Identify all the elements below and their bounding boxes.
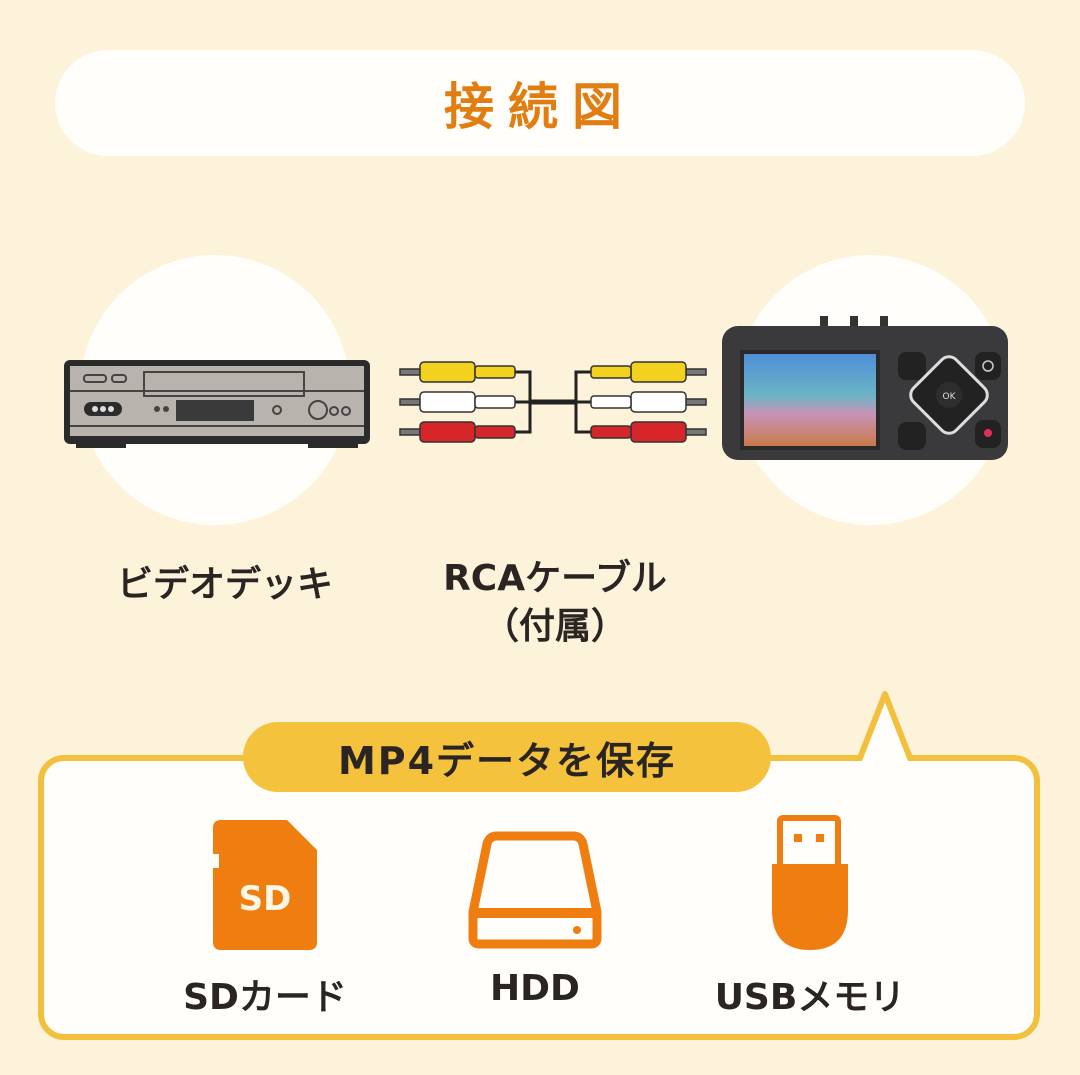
hdd-icon <box>468 831 602 949</box>
media-hdd: HDD <box>440 815 630 1009</box>
media-usb-memory: USBメモリ <box>700 815 920 1020</box>
sd-card-label: SDカード <box>183 977 347 1018</box>
svg-text:SD: SD <box>239 879 292 919</box>
speech-tail <box>857 691 913 761</box>
usb-memory-icon <box>772 815 848 950</box>
save-title: MP4データを保存 <box>337 738 677 783</box>
video-capture-device-icon: OK <box>722 316 1008 460</box>
rca-cable-icon <box>399 361 707 443</box>
media-sd-card: SD SDカード <box>170 815 360 1020</box>
title-banner: 接続図 <box>55 50 1025 156</box>
vcr-label: ビデオデッキ <box>116 564 333 605</box>
svg-text:OK: OK <box>943 392 957 402</box>
vcr-icon <box>64 360 370 448</box>
save-title-pill: MP4データを保存 <box>243 722 771 792</box>
rca-cable-label-line2: （付属） <box>482 606 627 647</box>
hdd-label: HDD <box>490 968 580 1009</box>
rca-cable-label: RCAケーブル （付属） <box>405 555 705 651</box>
sd-card-icon: SD <box>213 820 317 950</box>
rca-cable-label-line1: RCAケーブル <box>443 558 667 599</box>
usb-memory-label: USBメモリ <box>714 977 906 1018</box>
page-title: 接続図 <box>444 78 636 136</box>
